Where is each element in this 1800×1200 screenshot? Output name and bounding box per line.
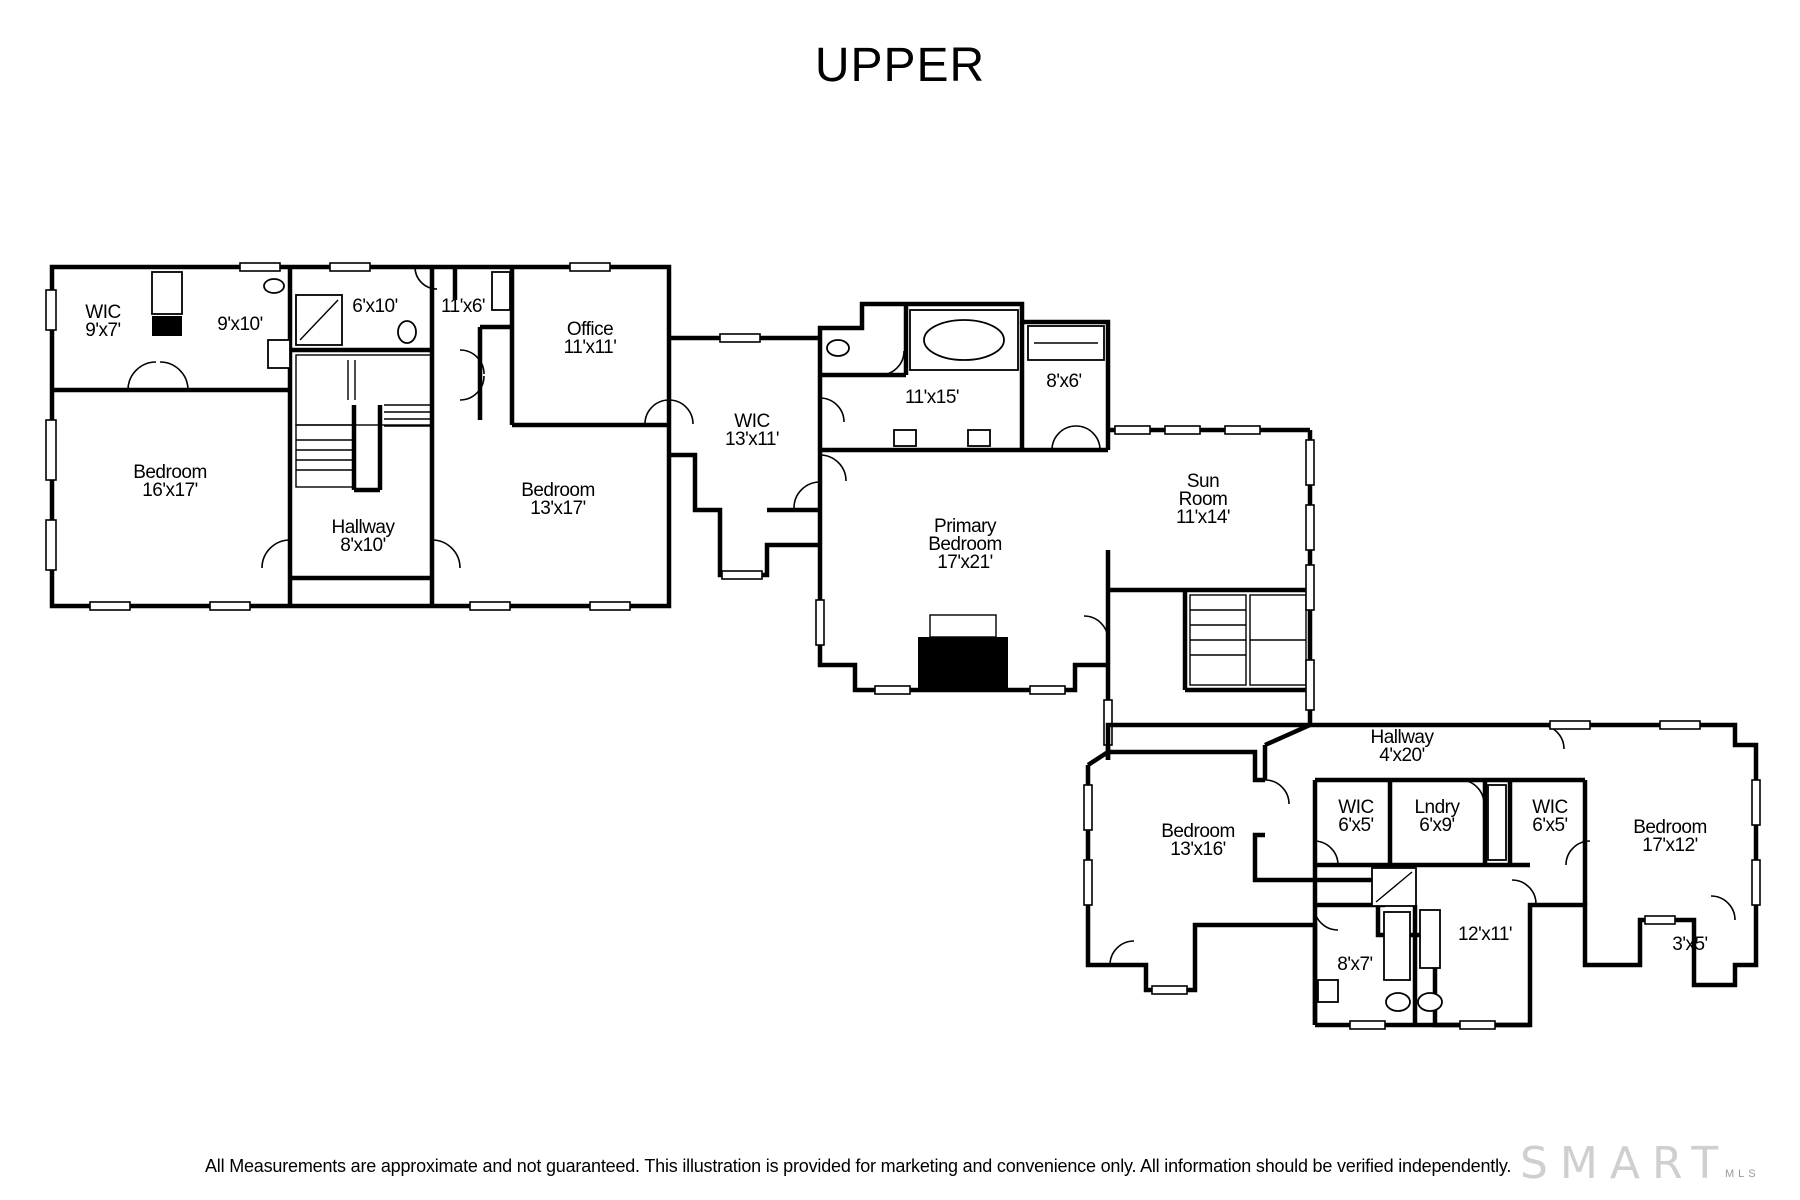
toilet-icon bbox=[1417, 992, 1443, 1012]
room-label-line: Primary bbox=[934, 516, 997, 537]
room-label-bath-a: 9'x10' bbox=[217, 314, 262, 335]
room-label-line: 6'x5' bbox=[1338, 815, 1373, 836]
sink-icon bbox=[267, 339, 291, 369]
room-label-line: 11'x15' bbox=[905, 387, 959, 408]
connector-walls bbox=[669, 333, 847, 580]
room-label-line: 8'x6' bbox=[1046, 371, 1081, 392]
room-label-primary-bath: 11'x15' bbox=[905, 387, 959, 408]
room-label-line: Sun bbox=[1187, 471, 1219, 492]
room-label-line: 6'x5' bbox=[1532, 815, 1567, 836]
sink-icon bbox=[967, 429, 991, 447]
east-wing-walls bbox=[1085, 722, 1759, 1028]
room-label-bath-c: 11'x6' bbox=[441, 296, 485, 317]
room-label-line: 17'x21' bbox=[937, 552, 993, 573]
room-label-line: 6'x9' bbox=[1419, 815, 1454, 836]
sink-icon bbox=[1419, 909, 1441, 969]
room-label-line: Bedroom bbox=[521, 480, 595, 501]
east-wing-windows bbox=[1083, 720, 1761, 1030]
room-label-line: Hallway bbox=[331, 517, 395, 538]
room-label-line: Hallway bbox=[1370, 727, 1434, 748]
east-wing-fixtures bbox=[1317, 784, 1507, 1012]
room-label-bath-b: 6'x10' bbox=[352, 296, 397, 317]
room-label-line: 8'x10' bbox=[340, 535, 385, 556]
primary-doors bbox=[819, 350, 1109, 641]
disclaimer-text: All Measurements are approximate and not… bbox=[205, 1156, 1512, 1176]
room-label-closet-b: 3'x5' bbox=[1672, 934, 1707, 955]
room-label-line: WIC bbox=[1338, 797, 1373, 818]
room-label-line: 13'x17' bbox=[530, 498, 586, 519]
room-label-line: Lndry bbox=[1414, 797, 1460, 818]
bathtub-icon bbox=[1383, 911, 1411, 981]
room-label-line: 13'x11' bbox=[725, 429, 779, 450]
smart-mls-watermark: SMART bbox=[1520, 1138, 1731, 1189]
room-label-closet-a: 8'x6' bbox=[1046, 371, 1081, 392]
room-label-line: 17'x12' bbox=[1642, 835, 1698, 856]
room-label-line: Bedroom bbox=[133, 462, 207, 483]
room-label-line: Bedroom bbox=[1633, 817, 1707, 838]
toilet-icon bbox=[397, 320, 417, 344]
fireplace-icon bbox=[152, 316, 182, 336]
west-wing-fixtures bbox=[151, 271, 511, 369]
room-label-line: 9'x10' bbox=[217, 314, 262, 335]
room-label-line: 13'x16' bbox=[1170, 839, 1226, 860]
room-label-line: 3'x5' bbox=[1672, 934, 1707, 955]
room-label-line: 11'x14' bbox=[1176, 507, 1230, 528]
room-label-line: Office bbox=[567, 319, 613, 340]
sink-icon bbox=[1317, 979, 1339, 1003]
toilet-icon bbox=[263, 278, 285, 294]
room-label-bath-d: 8'x7' bbox=[1337, 954, 1372, 975]
toilet-icon bbox=[1385, 992, 1411, 1012]
primary-suite-walls bbox=[817, 301, 1313, 760]
sink-icon bbox=[893, 429, 917, 447]
west-wing-doors bbox=[127, 266, 694, 569]
smart-mls-watermark-sub: MLS bbox=[1725, 1168, 1760, 1180]
room-label-line: 8'x7' bbox=[1337, 954, 1372, 975]
room-label-line: 4'x20' bbox=[1379, 745, 1424, 766]
room-label-line: 9'x7' bbox=[85, 320, 120, 341]
water-heater-icon bbox=[1487, 784, 1507, 861]
east-wing-doors bbox=[1109, 724, 1736, 966]
room-label-line: WIC bbox=[734, 411, 769, 432]
toilet-icon bbox=[826, 339, 850, 357]
sink-icon bbox=[491, 271, 511, 311]
floor-title: UPPER bbox=[814, 39, 986, 92]
room-label-line: 16'x17' bbox=[142, 480, 198, 501]
room-label-line: 6'x10' bbox=[352, 296, 397, 317]
shower-icon bbox=[151, 271, 183, 315]
room-label-line: WIC bbox=[1532, 797, 1567, 818]
west-wing-windows bbox=[45, 262, 631, 611]
room-label-bath-e: 12'x11' bbox=[1458, 924, 1512, 945]
room-label-line: 11'x11' bbox=[564, 337, 617, 358]
room-label-line: WIC bbox=[85, 302, 120, 323]
primary-fixtures bbox=[826, 309, 1307, 686]
room-label-line: Bedroom bbox=[1161, 821, 1235, 842]
room-label-line: 11'x6' bbox=[441, 296, 485, 317]
room-label-line: 12'x11' bbox=[1458, 924, 1512, 945]
primary-windows bbox=[815, 425, 1315, 746]
fireplace-icon bbox=[918, 637, 1008, 690]
room-label-line: Bedroom bbox=[928, 534, 1002, 555]
room-label-line: Room bbox=[1179, 489, 1228, 510]
